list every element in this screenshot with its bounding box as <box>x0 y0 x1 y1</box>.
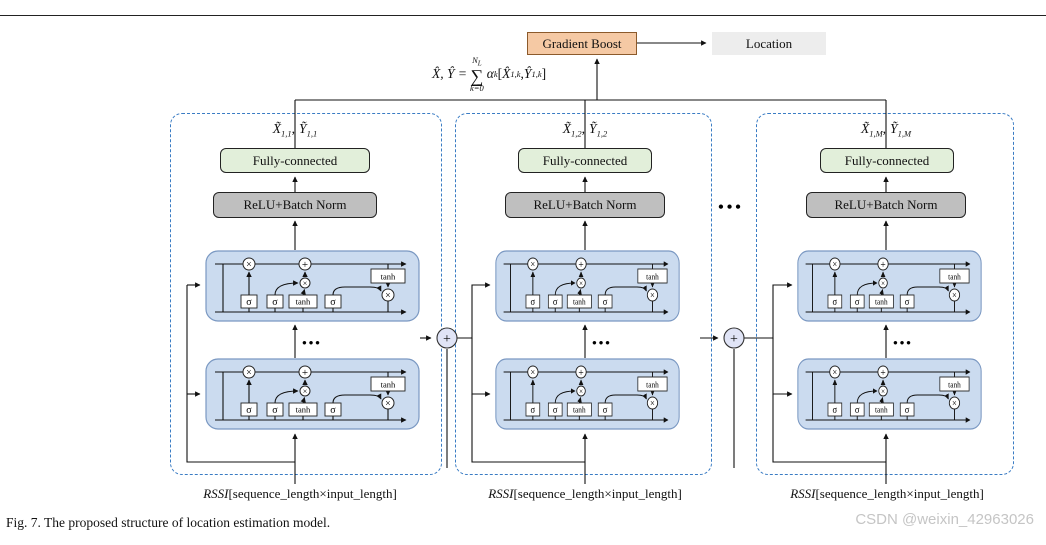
gradient-boost-box: Gradient Boost <box>527 32 637 55</box>
branch-2-fully-connected-box: Fully-connected <box>518 148 652 173</box>
branch-3-lstm-cell-bottom <box>798 359 981 429</box>
plus-circle-icon <box>436 327 458 349</box>
top-connectors <box>294 40 887 148</box>
branch-2-lstm-cell-bottom <box>496 359 679 429</box>
branch-1-box <box>170 113 442 475</box>
plus-circle-icon <box>723 327 745 349</box>
location-label: Location <box>745 35 793 51</box>
gradient-boost-label: Gradient Boost <box>542 35 622 51</box>
branch-2-connectors <box>471 176 588 484</box>
branch-3-cell-ellipsis: ••• <box>893 335 913 350</box>
branch-2-output-label: X̃1,2,Ỹ1,2 <box>562 121 608 139</box>
branch-1-connectors <box>186 176 298 484</box>
branch-3-box <box>756 113 1014 475</box>
figure-caption: Fig. 7. The proposed structure of locati… <box>6 515 331 530</box>
branch-3-output-label: X̃1,M,Ỹ1,M <box>860 121 912 139</box>
branch-3-input-label: RSSI[sequence_length×input_length] <box>790 486 984 501</box>
formula-alpha: α <box>486 66 494 82</box>
branch-3-relu-box: ReLU+Batch Norm <box>806 192 966 218</box>
branch-3-fully-connected-box: Fully-connected <box>820 148 954 173</box>
branch-2-box <box>455 113 712 475</box>
branch-1-cell-ellipsis: ••• <box>302 335 322 350</box>
branch-2-cell-ellipsis: ••• <box>592 335 612 350</box>
branch-1-output-label: X̃1,1,Ỹ1,1 <box>272 121 318 139</box>
plus-glyph: + <box>730 332 738 347</box>
summation-symbol: NL ∑ k=0 <box>470 55 484 93</box>
branch-2-input-label: RSSI[sequence_length×input_length] <box>488 486 682 501</box>
branch-3-connectors <box>772 176 889 484</box>
branch-1-input-label: RSSI[sequence_length×input_length] <box>203 486 397 501</box>
sigma-glyph: ∑ <box>470 65 484 86</box>
branch-1-relu-box: ReLU+Batch Norm <box>213 192 377 218</box>
top-rule <box>0 15 1046 16</box>
branch-3-lstm-cell-top <box>798 251 981 321</box>
branch-1-fully-connected-box: Fully-connected <box>220 148 370 173</box>
branches-ellipsis: ••• <box>718 199 744 216</box>
location-box: Location <box>712 32 826 55</box>
branch-2-relu-box: ReLU+Batch Norm <box>505 192 665 218</box>
watermark: CSDN @weixin_42963026 <box>855 511 1034 528</box>
plus-glyph: + <box>443 332 451 347</box>
branch-2-lstm-cell-top <box>496 251 679 321</box>
branch-1-lstm-cell-bottom <box>206 359 419 429</box>
sum-junction-1: + <box>420 282 491 468</box>
formula-lhs: X̂, Ŷ = <box>432 66 467 82</box>
sum-junction-2: + <box>700 282 793 468</box>
branch-1-lstm-cell-top <box>206 251 419 321</box>
